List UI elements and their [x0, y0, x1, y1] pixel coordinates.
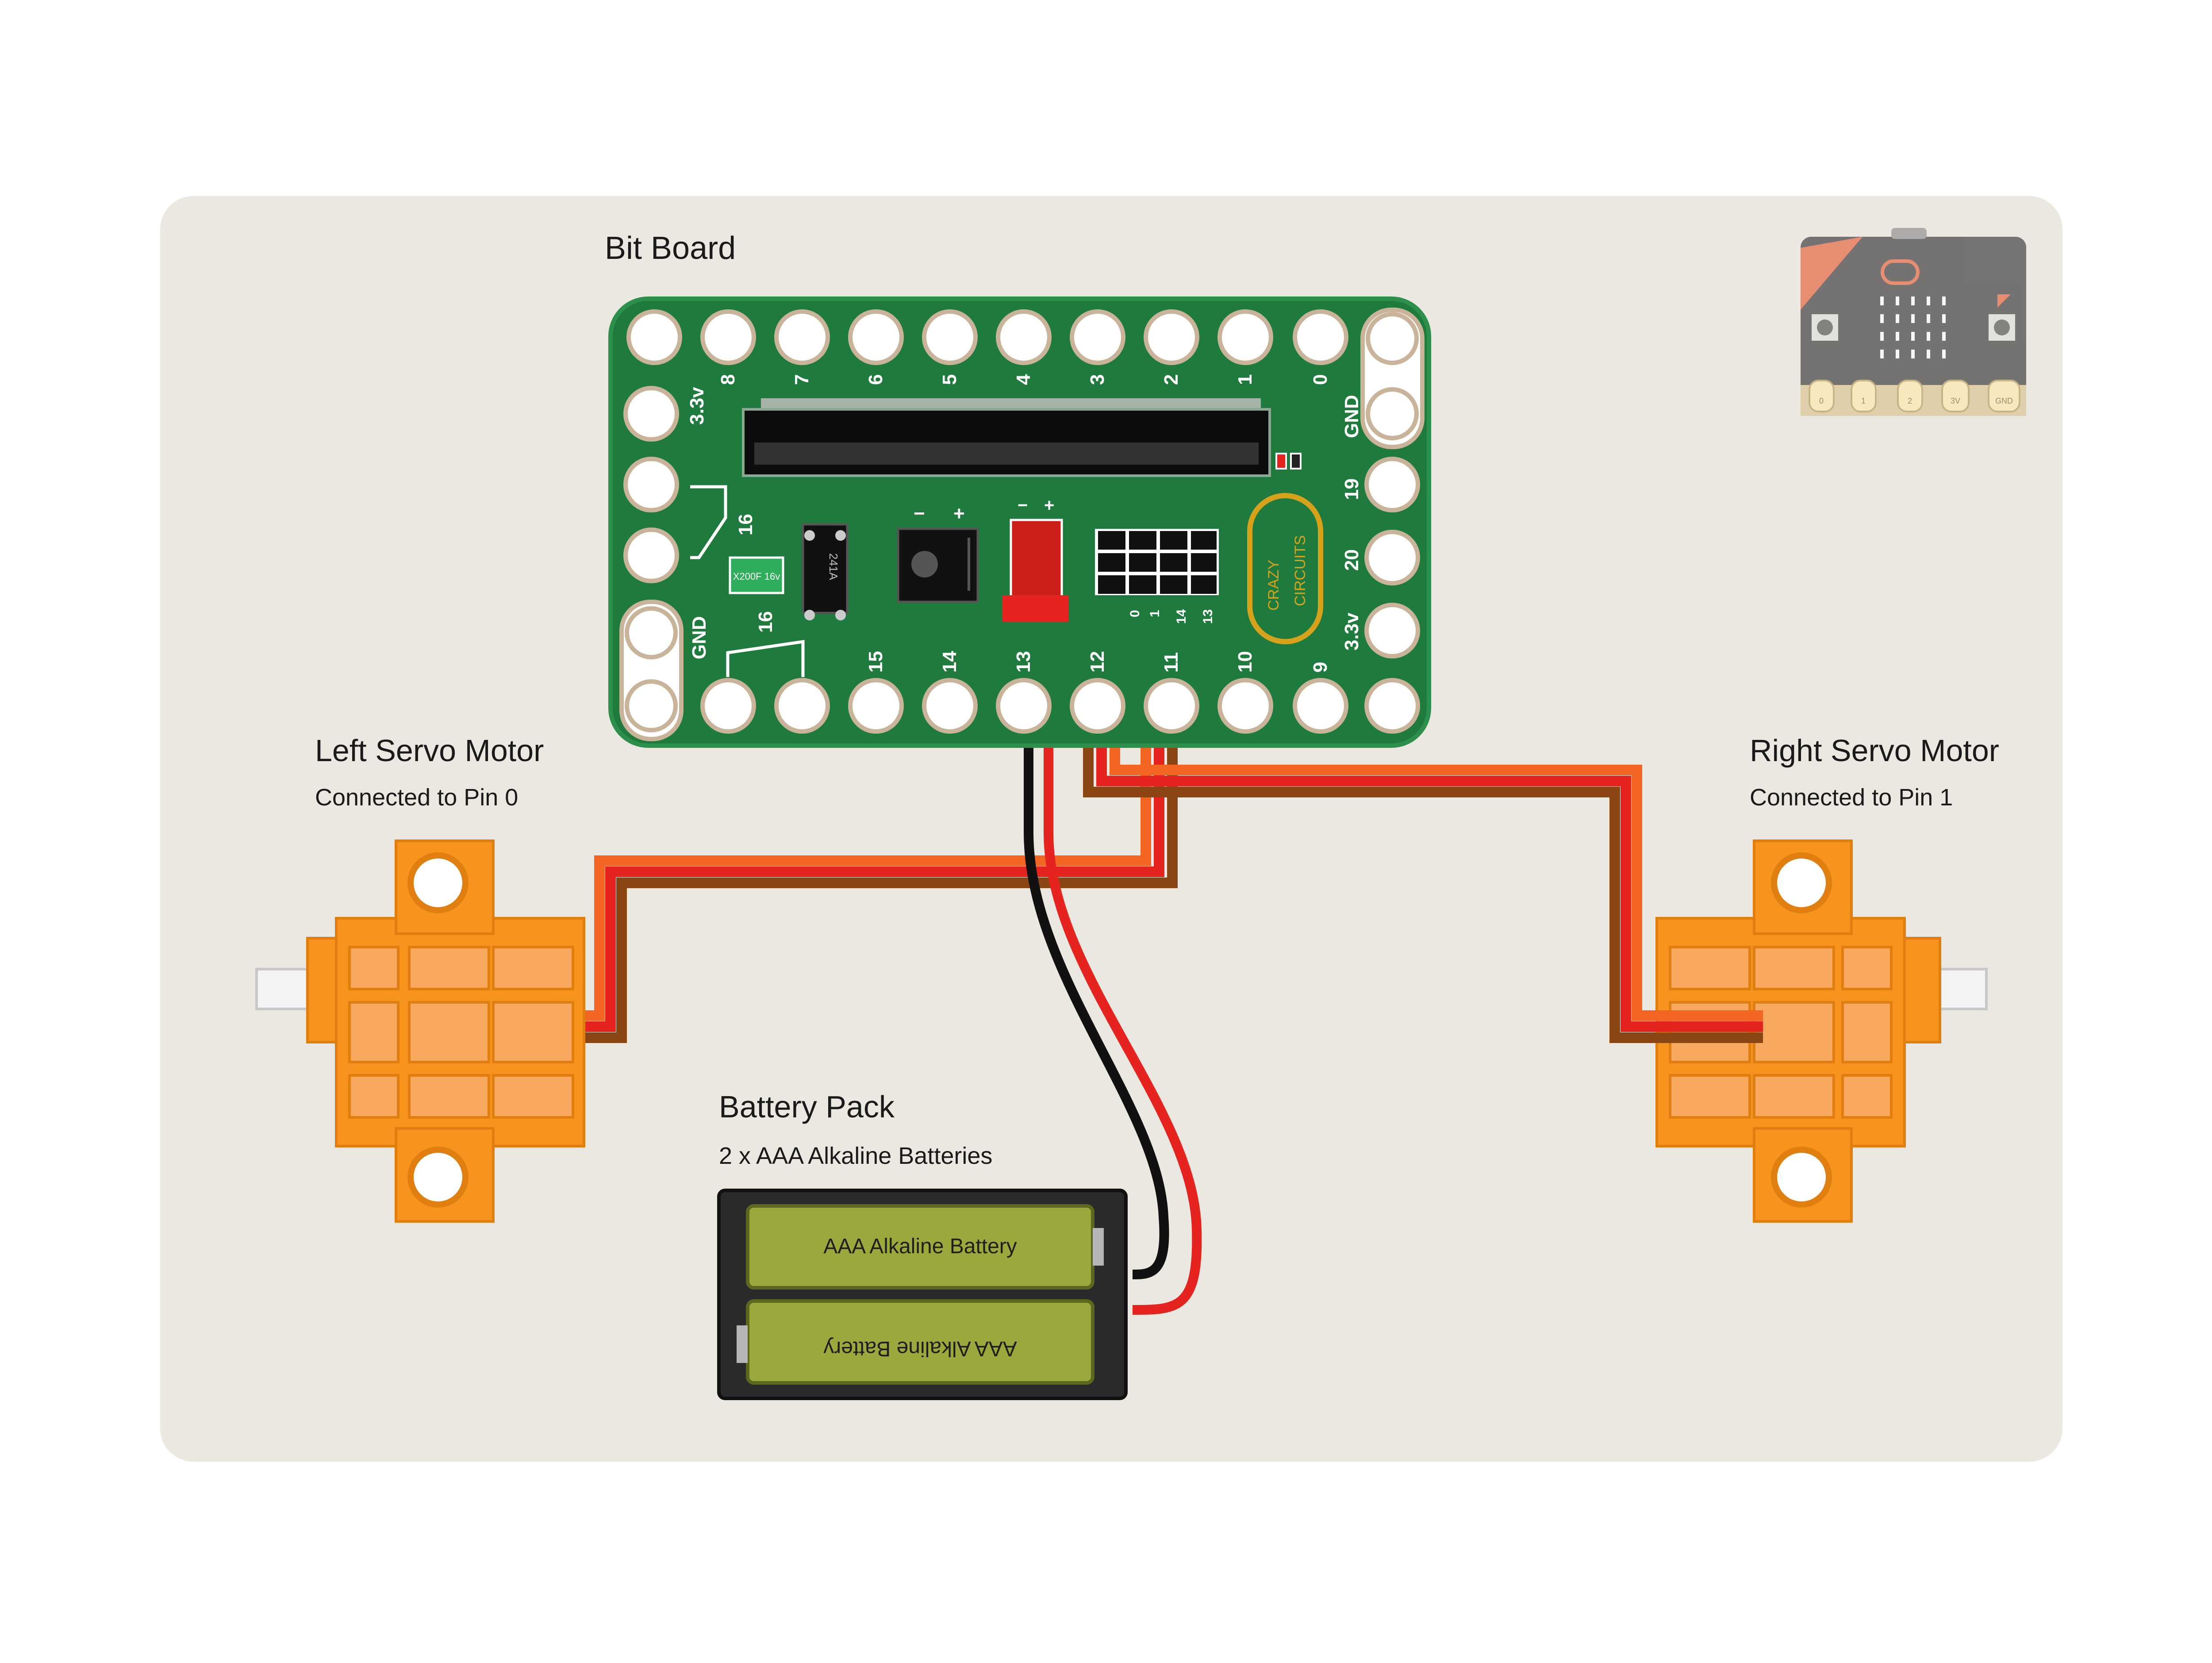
jst-minus-label: −: [1018, 496, 1028, 515]
bottom-pin-labels: GND 16 15 14 13 12 11 10 9 3.3v: [688, 611, 1363, 673]
pin-label-1: 1: [1234, 374, 1256, 385]
power-minus-label: −: [914, 503, 925, 524]
bit-board-title: Bit Board: [605, 231, 736, 266]
microbit-icon: 0 1 2 3V GND: [1801, 228, 2026, 416]
switch-trace-bottom: [726, 639, 805, 677]
battery-pack-subtitle: 2 x AAA Alkaline Batteries: [719, 1143, 992, 1169]
battery-2-label: AAA Alkaline Battery: [823, 1337, 1017, 1360]
header-label-1: 1: [1148, 610, 1162, 617]
led-indicator: [1275, 453, 1287, 470]
left-servo-title: Left Servo Motor: [315, 733, 544, 768]
left-servo-wire-orange: [580, 553, 1151, 1021]
bit-board: Bit Board 3.3v: [605, 231, 1431, 748]
right-servo-end-cap: [1903, 937, 1941, 1043]
svg-text:2: 2: [1908, 397, 1912, 405]
switch-trace-left: [690, 485, 727, 559]
ic-chip-label: 241A: [827, 553, 840, 580]
screw-terminal: [897, 527, 979, 603]
capacitor: [729, 556, 784, 594]
servo-header-pins: [1098, 531, 1217, 594]
pin-label-13: 13: [1013, 651, 1034, 673]
svg-text:0: 0: [1819, 397, 1824, 405]
logo-line-circuits: CIRCUITS: [1292, 535, 1309, 606]
top-pin-pads: [626, 309, 1348, 365]
pin-label-20: 20: [1341, 549, 1363, 571]
left-servo-hole-bottom: [407, 1147, 469, 1208]
pin-label-2: 2: [1160, 374, 1182, 385]
pin-label-19: 19: [1341, 478, 1363, 500]
led-indicator-2: [1290, 453, 1302, 470]
microbit-body: [1801, 237, 2026, 416]
pin-label-10: 10: [1234, 651, 1256, 673]
battery-wire-red: [1044, 620, 1202, 1315]
microbit-edge-slot-inner: [754, 443, 1259, 465]
right-servo-title: Right Servo Motor: [1750, 733, 1999, 768]
microbit-led-matrix: [1880, 296, 1946, 358]
left-servo-subtitle: Connected to Pin 0: [315, 784, 518, 811]
right-servo: Right Servo Motor Connected to Pin 1: [1615, 733, 1999, 1223]
pin-label-3v3-top: 3.3v: [686, 387, 708, 425]
left-pin-pads: [619, 386, 684, 741]
pin-label-3: 3: [1087, 374, 1108, 385]
pin-label-16-bottom: 16: [755, 611, 776, 633]
svg-text:GND: GND: [1995, 397, 2013, 405]
left-servo-shaft: [255, 968, 309, 1010]
crazy-circuits-logo: [1247, 493, 1323, 644]
pin-label-6: 6: [865, 374, 887, 385]
pin-label-4: 4: [1013, 374, 1034, 385]
pin-label-3v3-bottom: 3.3v: [1341, 612, 1363, 651]
battery-wire-black: [1024, 620, 1169, 1279]
pin-label-8: 8: [717, 374, 739, 385]
capacitor-label: X200F 16v: [733, 571, 780, 582]
pin-label-11: 11: [1160, 652, 1182, 673]
right-servo-subtitle: Connected to Pin 1: [1750, 784, 1953, 811]
right-servo-shaft: [1934, 968, 1988, 1010]
right-servo-panels: [1669, 946, 1893, 1119]
left-servo: Left Servo Motor Connected to Pin 0: [255, 733, 585, 1223]
battery-1-label: AAA Alkaline Battery: [823, 1235, 1017, 1258]
logo-line-crazy: CRAZY: [1265, 560, 1282, 611]
top-pin-labels: 3.3v 8 7 6 5 4 3 2 1 0 GND: [686, 374, 1363, 438]
left-servo-panels: [348, 946, 574, 1119]
screw-terminal-screw: [911, 551, 938, 577]
header-label-14: 14: [1174, 609, 1189, 624]
pin-label-gnd-top: GND: [1341, 395, 1363, 438]
left-servo-hole-top: [407, 852, 469, 913]
pin-label-0: 0: [1310, 374, 1331, 385]
edge-slot-contacts: [761, 398, 1261, 408]
battery-pack-title: Battery Pack: [719, 1089, 895, 1124]
pin-label-16-left: 16: [735, 514, 757, 535]
battery-pack: Battery Pack 2 x AAA Alkaline Batteries …: [717, 1089, 1128, 1400]
pin-label-9: 9: [1310, 662, 1331, 673]
svg-text:1: 1: [1861, 397, 1866, 405]
right-servo-hole-bottom: [1771, 1147, 1832, 1208]
jst-power-connector: [1010, 519, 1063, 603]
header-label-0: 0: [1128, 610, 1142, 617]
microbit-pins: [1809, 380, 2020, 412]
pin-label-12: 12: [1087, 651, 1108, 673]
pin-label-7: 7: [791, 374, 813, 385]
right-servo-hole-top: [1771, 852, 1832, 913]
svg-text:3V: 3V: [1951, 397, 1960, 405]
pin-label-14: 14: [939, 651, 960, 673]
pin-label-15: 15: [865, 651, 887, 673]
header-label-13: 13: [1201, 609, 1215, 624]
power-plus-label: +: [953, 503, 965, 524]
pin-label-gnd-bottom: GND: [688, 616, 710, 659]
right-pin-pads: [1360, 308, 1425, 658]
jst-plus-label: +: [1044, 496, 1054, 515]
pin-label-5: 5: [939, 374, 960, 385]
bottom-pin-pads: [700, 678, 1420, 734]
